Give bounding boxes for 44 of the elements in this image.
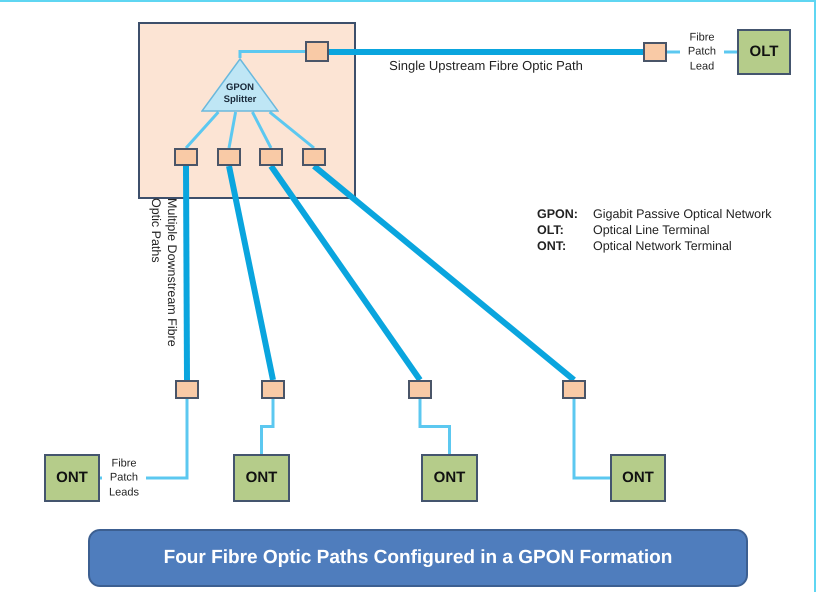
- connector-box: [562, 380, 586, 399]
- node-label: ONT: [246, 468, 278, 488]
- fibre-line: [226, 165, 276, 381]
- node-label: GPON Splitter: [222, 82, 258, 106]
- path-note: Multiple Downstream Fibre Optic Paths: [148, 198, 180, 348]
- connector-box: [408, 380, 432, 399]
- node-label: ONT: [434, 468, 466, 488]
- fibre-line: [184, 111, 220, 149]
- node-label: ONT: [622, 468, 654, 488]
- node-label: ONT: [56, 468, 88, 488]
- connector-box: [302, 148, 326, 166]
- connector-box: [305, 41, 329, 62]
- terminal-box: [233, 454, 290, 502]
- fibre-line: [329, 49, 643, 55]
- title-banner: Four Fibre Optic Paths Configured in a GPON Formation: [88, 529, 748, 587]
- fibre-line: [228, 112, 238, 148]
- connector-box: [259, 148, 283, 166]
- abbreviation-meaning: Gigabit Passive Optical Network: [593, 207, 772, 221]
- connector-box: [643, 42, 667, 62]
- fibre-line: [572, 399, 610, 480]
- fibre-line: [312, 164, 576, 382]
- connector-box: [261, 380, 285, 399]
- terminal-box: [44, 454, 100, 502]
- fibre-line: [238, 50, 305, 58]
- fibre-line: [183, 166, 190, 380]
- abbreviation: ONT:: [537, 239, 568, 253]
- terminal-box: [421, 454, 478, 502]
- splitter-triangle: [201, 58, 279, 112]
- fibre-line: [268, 110, 315, 150]
- abbreviation: GPON:: [537, 207, 579, 221]
- fibre-line: [260, 399, 274, 454]
- fibre-line: [268, 164, 422, 382]
- abbreviation-meaning: Optical Network Terminal: [593, 239, 733, 253]
- connector-box: [217, 148, 241, 166]
- connector-box: [175, 380, 199, 399]
- splitter-enclosure: [138, 22, 356, 199]
- fibre-line: [251, 111, 272, 149]
- abbreviation: OLT:: [537, 223, 565, 237]
- terminal-box: [737, 29, 791, 75]
- terminal-box: [610, 454, 666, 502]
- abbreviation-meaning: Optical Line Terminal: [593, 223, 710, 237]
- node-label: OLT: [750, 42, 778, 62]
- connector-box: [174, 148, 198, 166]
- fibre-line: [418, 399, 451, 454]
